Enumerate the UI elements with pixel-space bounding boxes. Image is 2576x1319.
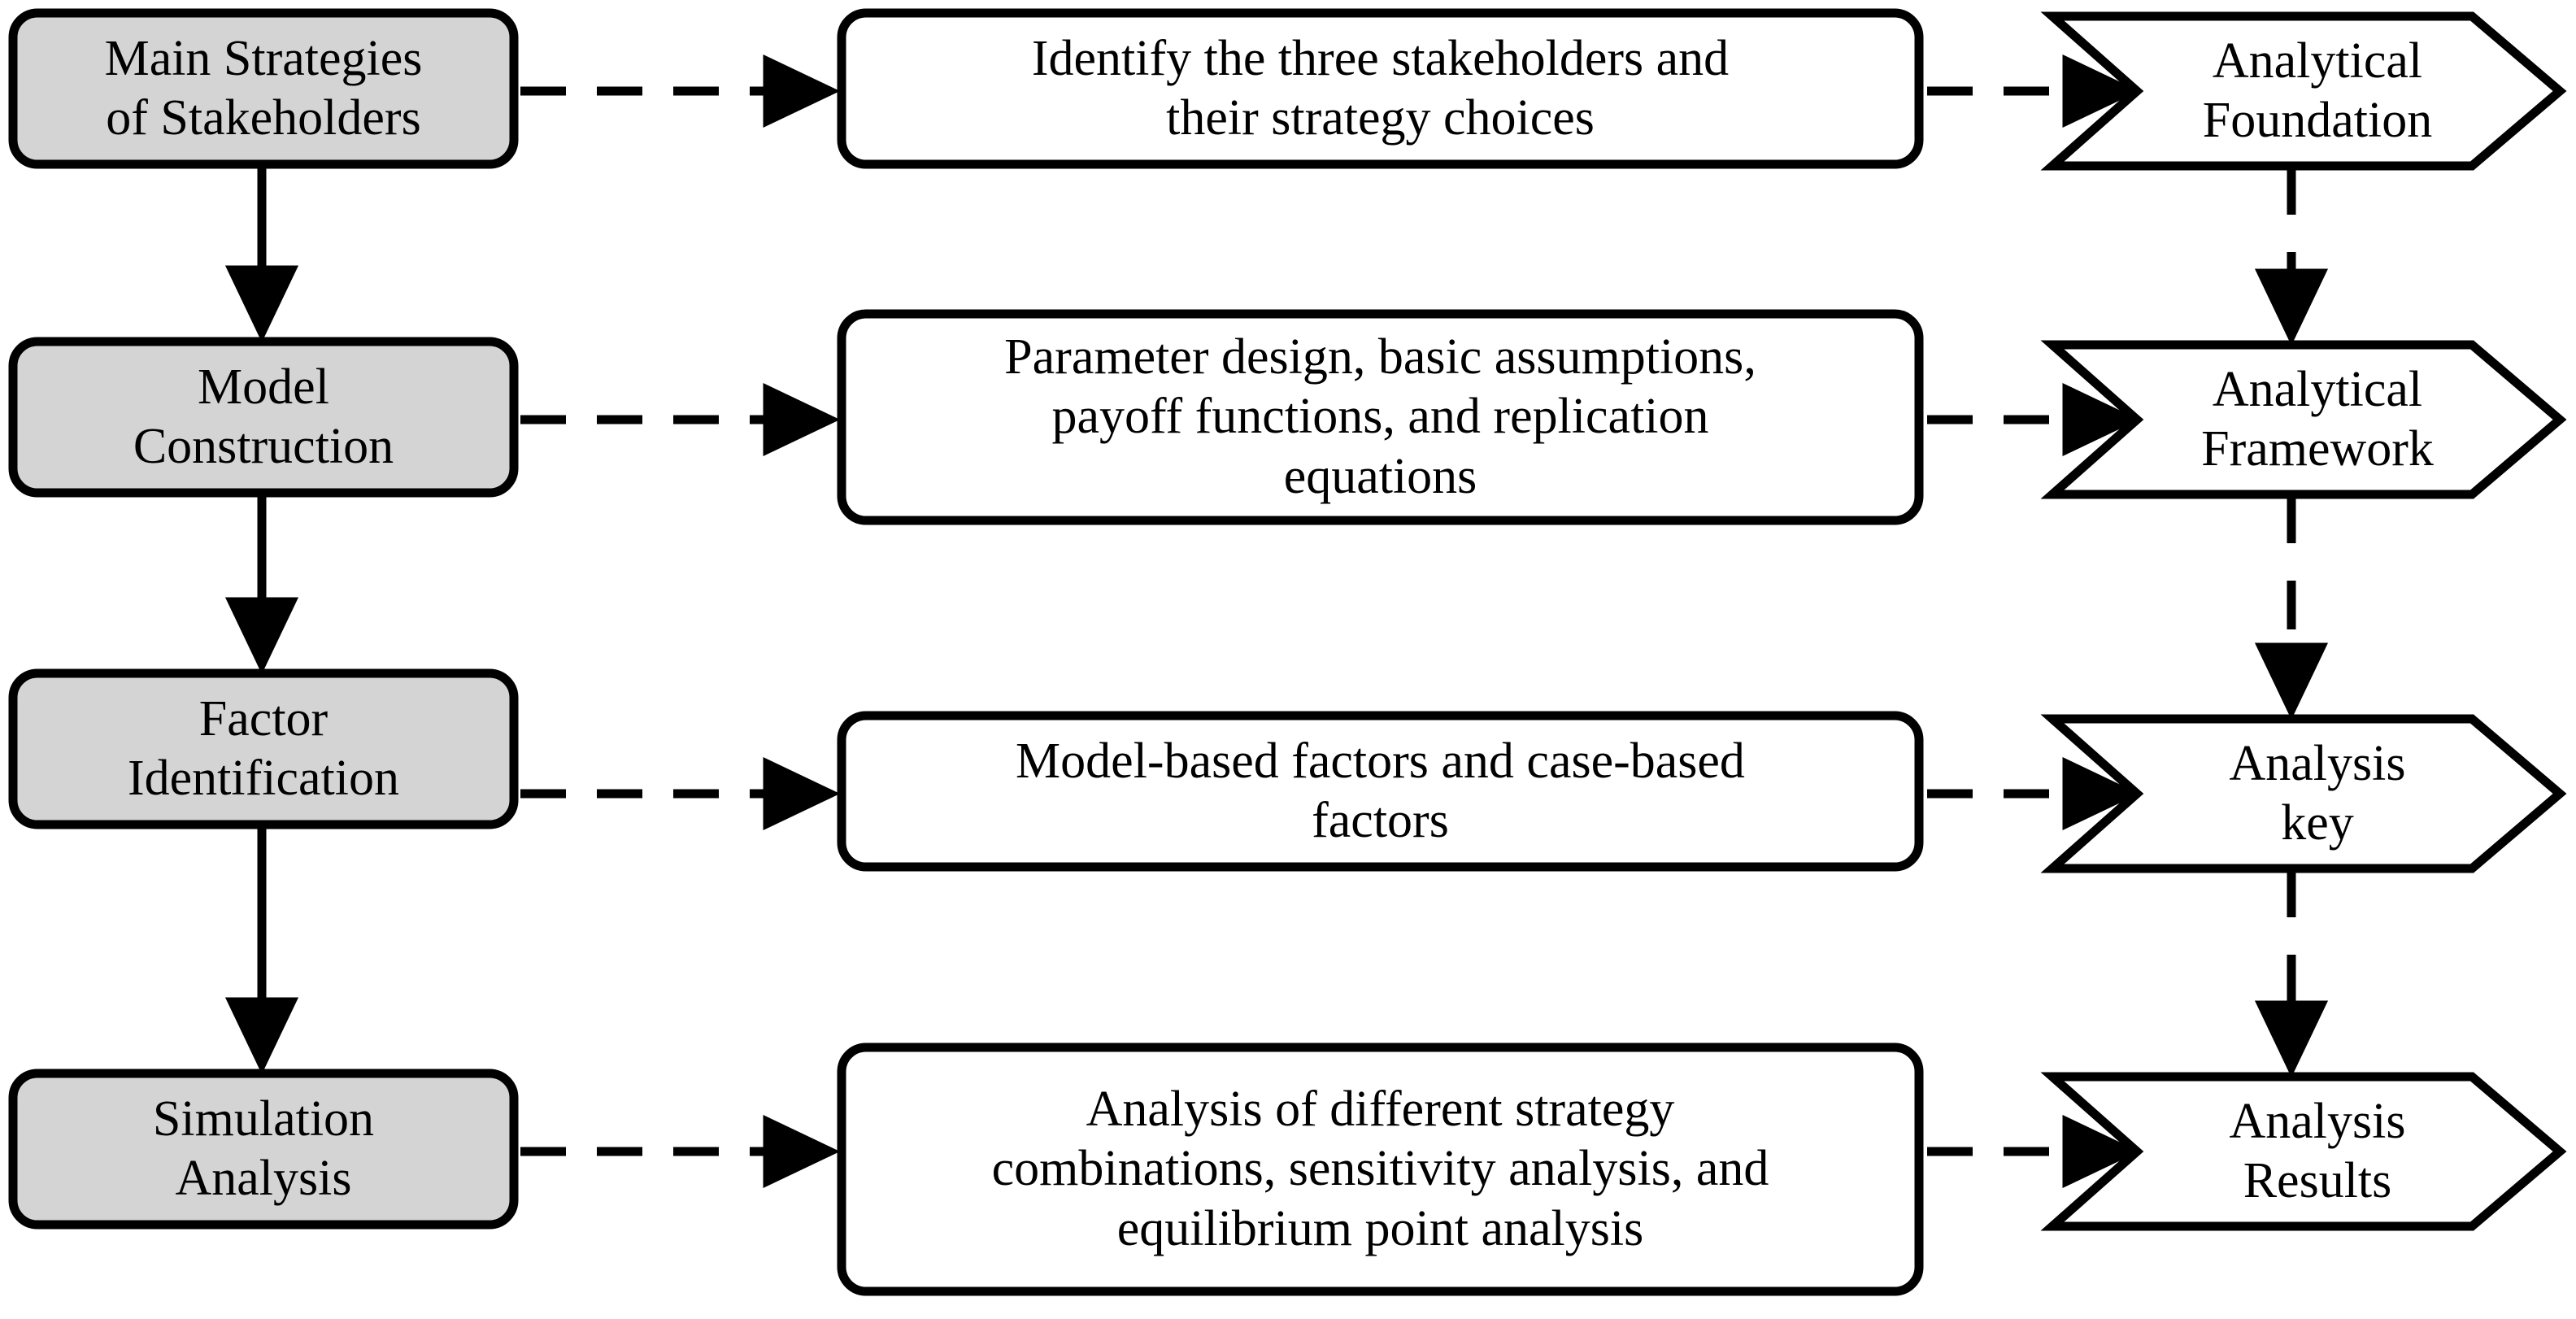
stage-box-row3[interactable] <box>8 668 519 829</box>
detail-box-row2[interactable] <box>837 309 1924 525</box>
stage-box-row4[interactable] <box>8 1069 519 1230</box>
stage-box-row2[interactable] <box>8 337 519 498</box>
stage-box-row1[interactable] <box>8 8 519 169</box>
detail-box-row4[interactable] <box>837 1043 1924 1296</box>
outcome-chevron-row4[interactable] <box>2040 1072 2567 1231</box>
detail-box-row3[interactable] <box>837 711 1924 872</box>
outcome-chevron-row3[interactable] <box>2040 714 2567 873</box>
outcome-chevron-row2[interactable] <box>2040 340 2567 499</box>
detail-box-row1[interactable] <box>837 8 1924 169</box>
outcome-chevron-row1[interactable] <box>2040 11 2567 171</box>
